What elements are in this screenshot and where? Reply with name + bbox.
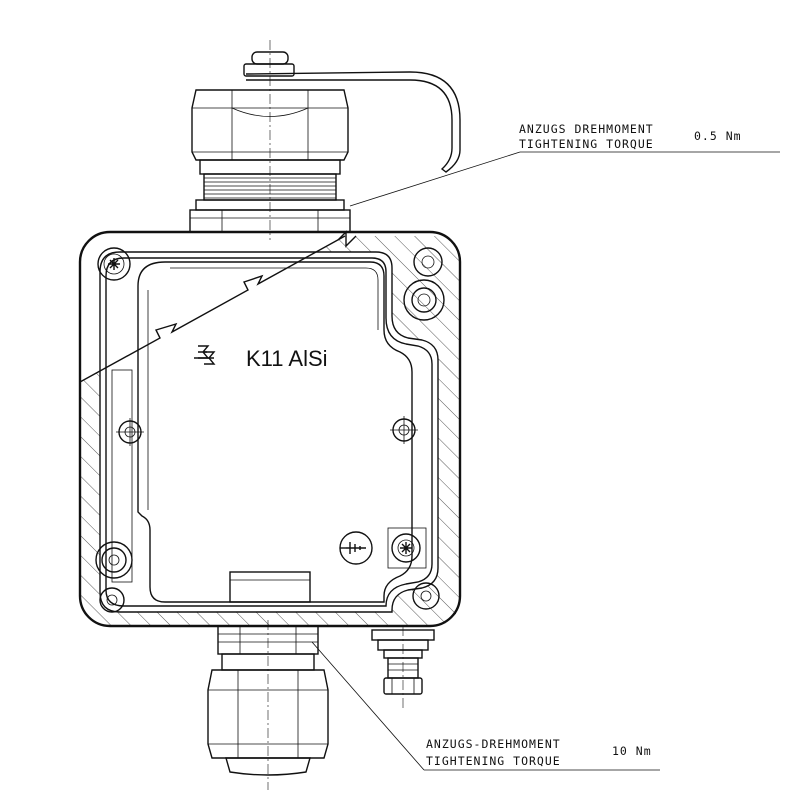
top-torque-label-en: TIGHTENING TORQUE [519,137,654,151]
housing [78,230,462,628]
top-torque-annotation: ANZUGS DREHMOMENT TIGHTENING TORQUE 0.5 … [349,122,780,207]
corner-hole-top-right [413,247,443,277]
brand-logo-icon [194,345,216,365]
plate-hole-left [116,418,144,446]
earth-screw [387,527,427,569]
corner-screw-top-left [97,247,131,281]
bottom-torque-label-en: TIGHTENING TORQUE [426,754,561,768]
plate-hole-right [390,416,418,444]
top-torque-value: 0.5 Nm [694,129,742,143]
corner-screw-bottom-left [95,541,133,579]
top-torque-label-de: ANZUGS DREHMOMENT [519,122,654,136]
protective-cap [191,51,461,175]
lid-screw-right [403,279,445,321]
ground-icon [339,531,373,565]
model-label: K11 AlSi [246,346,328,371]
bottom-torque-label-de: ANZUGS-DREHMOMENT [426,737,561,751]
bottom-torque-value: 10 Nm [612,744,652,758]
bottom-torque-annotation: ANZUGS-DREHMOMENT TIGHTENING TORQUE 10 N… [311,641,660,771]
corner-hole-bottom-right [412,582,440,610]
corner-hole-bottom-left [99,587,125,613]
